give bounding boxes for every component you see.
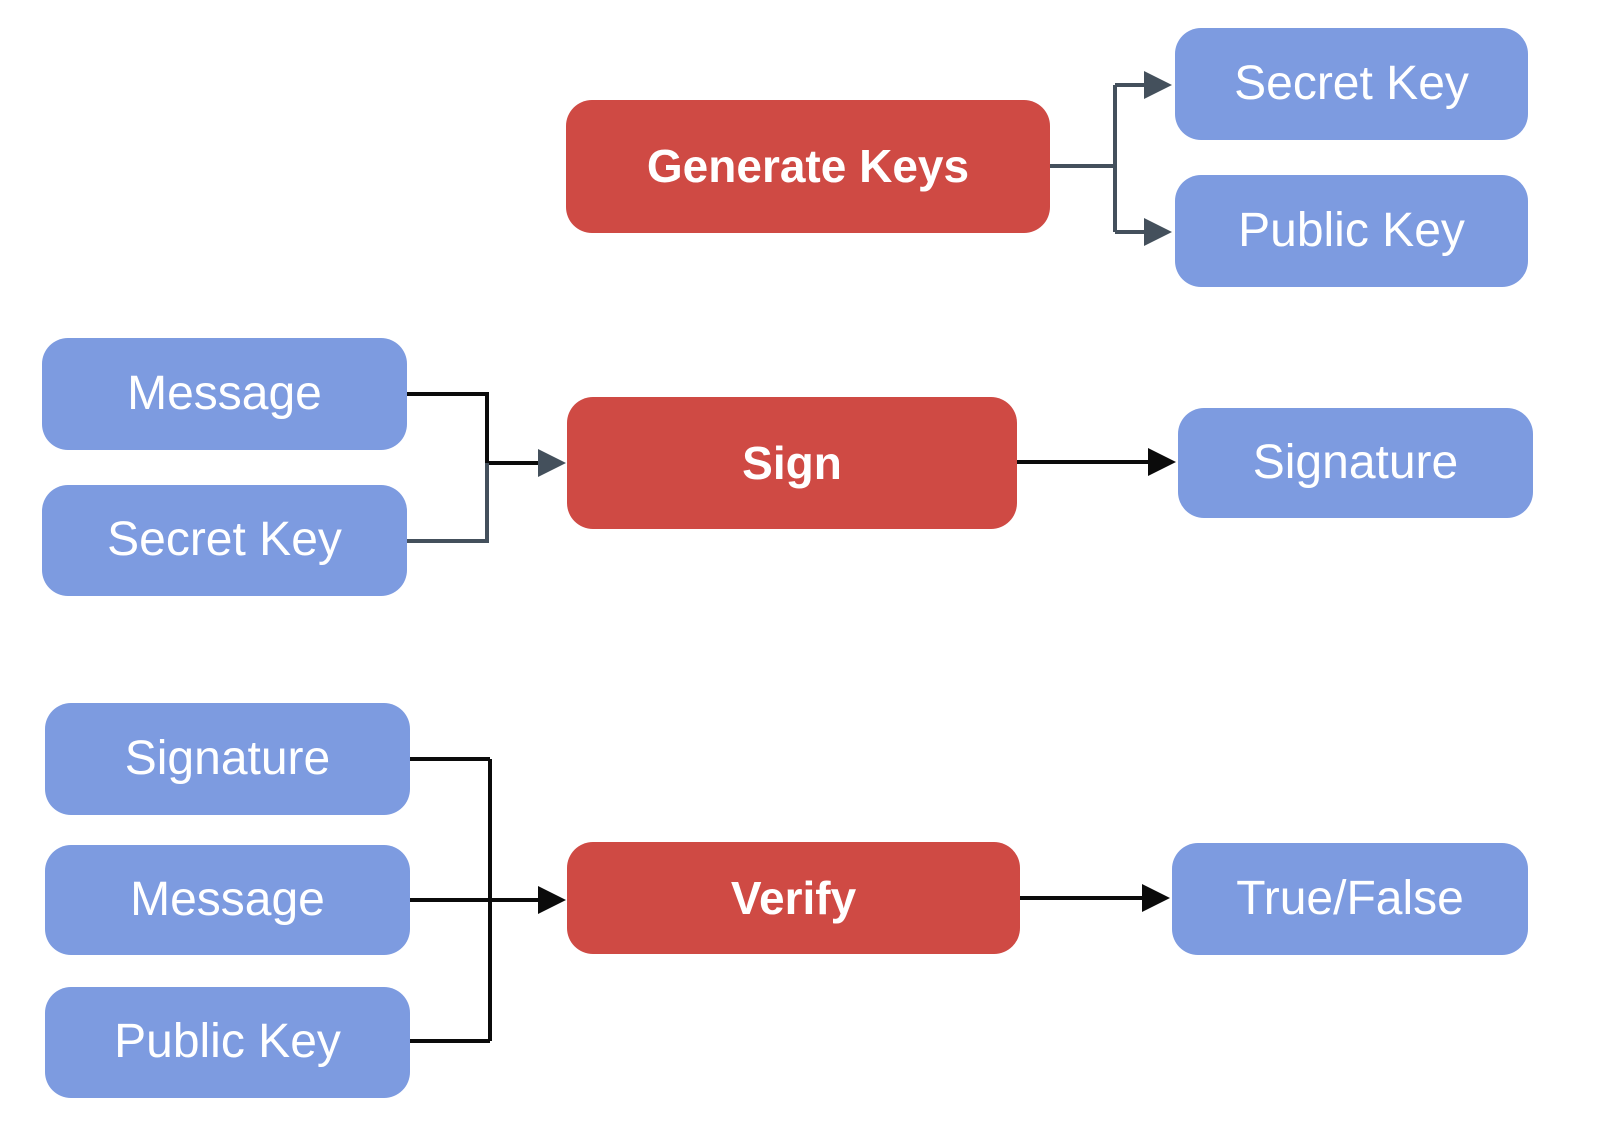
signature-input-box-verify: Signature [45,703,410,815]
secret-key-output-box: Secret Key [1175,28,1528,140]
arrowhead-to-secret-key [1144,71,1172,99]
connector-inputs-to-verify [410,757,538,1043]
arrowhead-to-truefalse [1142,884,1170,912]
connector-message-to-sign [407,392,538,465]
message-input-box-verify: Message [45,845,410,955]
connector-secretkey-to-sign [407,463,489,543]
public-key-output-box: Public Key [1175,175,1528,287]
arrowhead-to-signature [1148,448,1176,476]
signature-output-box: Signature [1178,408,1533,518]
verify-process-box: Verify [567,842,1020,954]
generate-keys-process-box: Generate Keys [566,100,1050,233]
secret-key-input-box-sign: Secret Key [42,485,407,596]
sign-process-box: Sign [567,397,1017,529]
true-false-result-box: True/False [1172,843,1528,955]
arrowhead-to-verify [538,886,566,914]
message-input-box-sign: Message [42,338,407,450]
arrowhead-to-public-key [1144,218,1172,246]
arrowhead-to-sign [538,449,566,477]
public-key-input-box-verify: Public Key [45,987,410,1098]
connector-generate-branch [1050,83,1144,234]
